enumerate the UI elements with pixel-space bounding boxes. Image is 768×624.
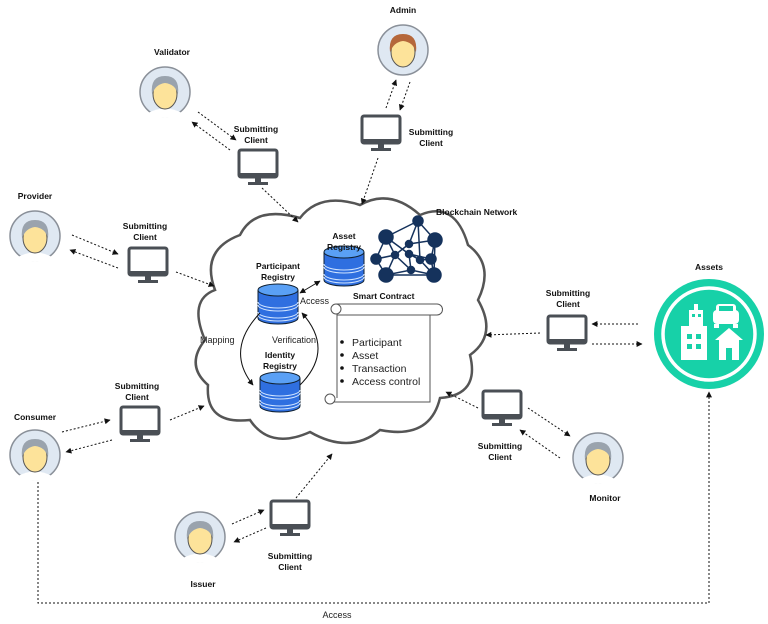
- asset-registry-label: Asset: [332, 231, 355, 241]
- participant-registry-label: Registry: [261, 272, 295, 282]
- assets-icon: [654, 279, 764, 389]
- client-admin[interactable]: Submitting Client: [360, 114, 453, 153]
- client-issuer[interactable]: Submitting Client: [268, 499, 312, 572]
- client-label: Client: [244, 135, 268, 145]
- mapping-arrow: [240, 312, 261, 386]
- client-label: Submitting: [268, 551, 312, 561]
- provider-avatar: [9, 210, 61, 263]
- admin-avatar: [377, 24, 429, 76]
- client-label: Submitting: [123, 221, 167, 231]
- validator-label: Validator: [154, 47, 191, 57]
- asset-registry-label: Registry: [327, 242, 361, 252]
- smart-contract-item: Asset: [352, 350, 378, 362]
- computer-icon: [119, 405, 161, 444]
- assets-title: Assets: [695, 262, 723, 272]
- client-label: Submitting: [478, 441, 522, 451]
- participant-registry-label: Participant: [256, 261, 300, 271]
- verification-arrow: [299, 312, 319, 386]
- client-provider[interactable]: Submitting Client: [123, 221, 169, 285]
- client-label: Client: [278, 562, 302, 572]
- monitor-label: Monitor: [589, 493, 621, 503]
- smart-contract-item: Transaction: [352, 363, 407, 375]
- verification-label: Verification: [272, 335, 316, 345]
- issuer-avatar: [174, 511, 226, 564]
- client-label: Client: [125, 392, 149, 402]
- client-validator[interactable]: Submitting Client: [234, 124, 279, 187]
- identity-registry-label: Identity: [265, 350, 295, 360]
- client-assets[interactable]: Submitting Client: [546, 288, 590, 353]
- network-title: Blockchain Network: [436, 207, 518, 217]
- identity-registry-label: Registry: [263, 361, 297, 371]
- computer-icon: [127, 246, 169, 285]
- access-label: Access: [300, 296, 330, 306]
- client-label: Submitting: [409, 127, 453, 137]
- client-label: Client: [133, 232, 157, 242]
- identity-registry-db-icon: [259, 371, 301, 413]
- client-label: Submitting: [234, 124, 278, 134]
- consumer-label: Consumer: [14, 412, 57, 422]
- validator-avatar: [139, 66, 191, 119]
- computer-icon: [546, 314, 588, 353]
- connection-arrows: [37, 79, 712, 604]
- smart-contract-item: Access control: [352, 376, 420, 388]
- client-label: Submitting: [546, 288, 590, 298]
- asset-registry-db-icon: [323, 245, 365, 287]
- computer-icon: [481, 389, 523, 428]
- mapping-label: Mapping: [200, 335, 235, 345]
- consumer-avatar: [9, 429, 61, 482]
- client-label: Client: [556, 299, 580, 309]
- client-label: Client: [488, 452, 512, 462]
- access-arrow: [299, 280, 321, 294]
- client-monitor[interactable]: Submitting Client: [478, 389, 523, 462]
- admin-label: Admin: [390, 5, 416, 15]
- provider-label: Provider: [18, 191, 53, 201]
- blockchain-network-icon: [370, 215, 443, 283]
- client-label: Client: [419, 138, 443, 148]
- issuer-label: Issuer: [190, 579, 216, 589]
- computer-icon: [237, 148, 279, 187]
- smart-contract-item: Participant: [352, 337, 402, 349]
- client-label: Submitting: [115, 381, 159, 391]
- bottom-access-label: Access: [322, 610, 352, 620]
- monitor-avatar: [572, 432, 624, 485]
- smart-contract-scroll: [324, 303, 443, 405]
- client-consumer[interactable]: Submitting Client: [115, 381, 161, 444]
- smart-contract-title: Smart Contract: [353, 291, 415, 301]
- participant-registry-db-icon: [257, 283, 299, 325]
- smart-contract-items: Participant Asset Transaction Access con…: [340, 337, 420, 388]
- computer-icon: [269, 499, 311, 538]
- computer-icon: [360, 114, 402, 153]
